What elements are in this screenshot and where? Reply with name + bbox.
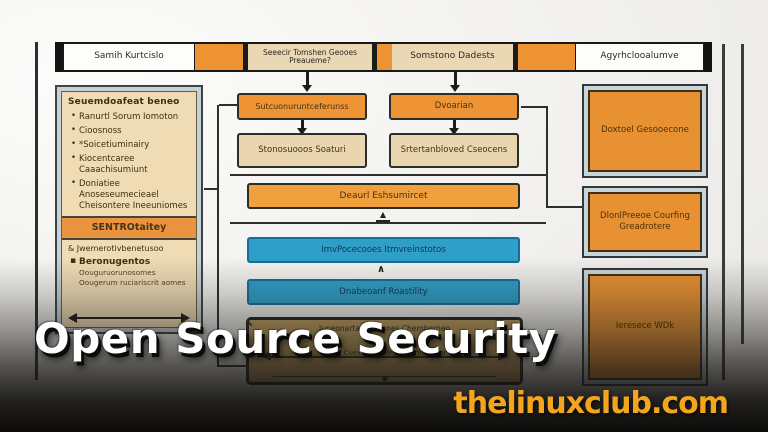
down-arrow-icon — [306, 72, 309, 85]
panel-bullet-list: Ranurtl Sorum Iomoton Cioosnoss *Soiceti… — [68, 111, 190, 212]
header-edge-right — [704, 42, 712, 72]
right-box-1: Doxtoel Gesooecone — [582, 84, 708, 178]
list-item: *Soicetiuminairy — [68, 139, 190, 151]
connector-line — [204, 188, 218, 190]
connector-line — [217, 105, 219, 367]
page-title: Open Source Security — [34, 314, 557, 363]
flow-box-wide-orange: Deaurl Eshsumircet — [247, 183, 520, 209]
connector-line — [521, 106, 548, 108]
list-item: Beronugentos — [68, 256, 190, 269]
flow-box-blue-2: Dnabeoanf Roastility — [247, 279, 520, 305]
connector-line — [546, 206, 582, 208]
header-separator — [372, 42, 377, 72]
right-frame-line-1 — [722, 44, 725, 380]
down-arrow-icon — [301, 120, 304, 128]
divider-line — [230, 222, 546, 224]
right-box-1-label: Doxtoel Gesooecone — [588, 90, 702, 172]
caret-up-icon: ∧ — [377, 264, 386, 275]
right-box-3-label: Ieresece WDk — [588, 274, 702, 380]
right-box-2-label: DlonlPreeoe Courfing Greadrotere — [588, 192, 702, 252]
panel-note: & Jwemerotivbenetusoo — [68, 244, 164, 254]
site-watermark: thelinuxclub.com — [453, 386, 729, 421]
top-header-bar: Samih Kurtcislo Seeecir Tomshen Geooes P… — [55, 42, 712, 72]
connector-line — [219, 104, 237, 106]
header-separator — [513, 42, 518, 72]
security-band: SENTROtaitey — [62, 216, 196, 241]
divider-line — [230, 174, 546, 176]
header-cell-5: Somstono Dadests — [392, 42, 513, 72]
flow-box-blue-1: ImvPocecooes Itmvreinstotos — [247, 237, 520, 263]
up-arrow-icon: ▲ — [376, 210, 390, 222]
right-frame-line-2 — [741, 44, 744, 344]
connector-line — [546, 106, 548, 207]
header-cell-1: Samih Kurtcislo — [63, 42, 195, 72]
flow-box-mid-right: Srtertanbloved Cseocens — [389, 133, 519, 168]
list-item: Kiocentcaree Caaachisumiunt — [68, 153, 190, 176]
list-item: Ranurtl Sorum Iomoton — [68, 111, 190, 123]
right-box-2: DlonlPreeoe Courfing Greadrotere — [582, 186, 708, 258]
panel-title: Seuemdoafeat beneo — [68, 97, 180, 107]
header-cell-3: Seeecir Tomshen Geooes Preaueme? — [248, 42, 372, 72]
list-item: Doniatiee Anoseseumecieael Cheisontere I… — [68, 178, 190, 212]
header-separator — [243, 42, 248, 72]
left-info-panel: Seuemdoafeat beneo Ranurtl Sorum Iomoton… — [55, 85, 203, 334]
flow-box-top-left: Sutcuonuruntceferunss — [237, 93, 367, 120]
left-frame-line — [35, 42, 38, 380]
right-box-3: Ieresece WDk — [582, 268, 708, 386]
header-cell-2 — [195, 42, 243, 72]
header-cell-7: Agyrhclooalumve — [575, 42, 704, 72]
flow-box-top-right: Dvoarian — [389, 93, 519, 120]
flow-box-mid-left: Stonosuooos Soaturi — [237, 133, 367, 168]
header-cell-6 — [518, 42, 575, 72]
dot-marker — [382, 376, 387, 381]
list-item: Cioosnoss — [68, 125, 190, 137]
header-cell-4 — [377, 42, 392, 72]
header-edge-left — [55, 42, 63, 72]
list-item-sub: Oouguruorunosomes Oougerum ruciariscrit … — [79, 268, 186, 287]
left-info-panel-body: Seuemdoafeat beneo Ranurtl Sorum Iomoton… — [61, 91, 197, 328]
connector-line — [219, 365, 246, 367]
down-arrow-icon — [453, 120, 456, 128]
down-arrow-icon — [454, 72, 457, 85]
